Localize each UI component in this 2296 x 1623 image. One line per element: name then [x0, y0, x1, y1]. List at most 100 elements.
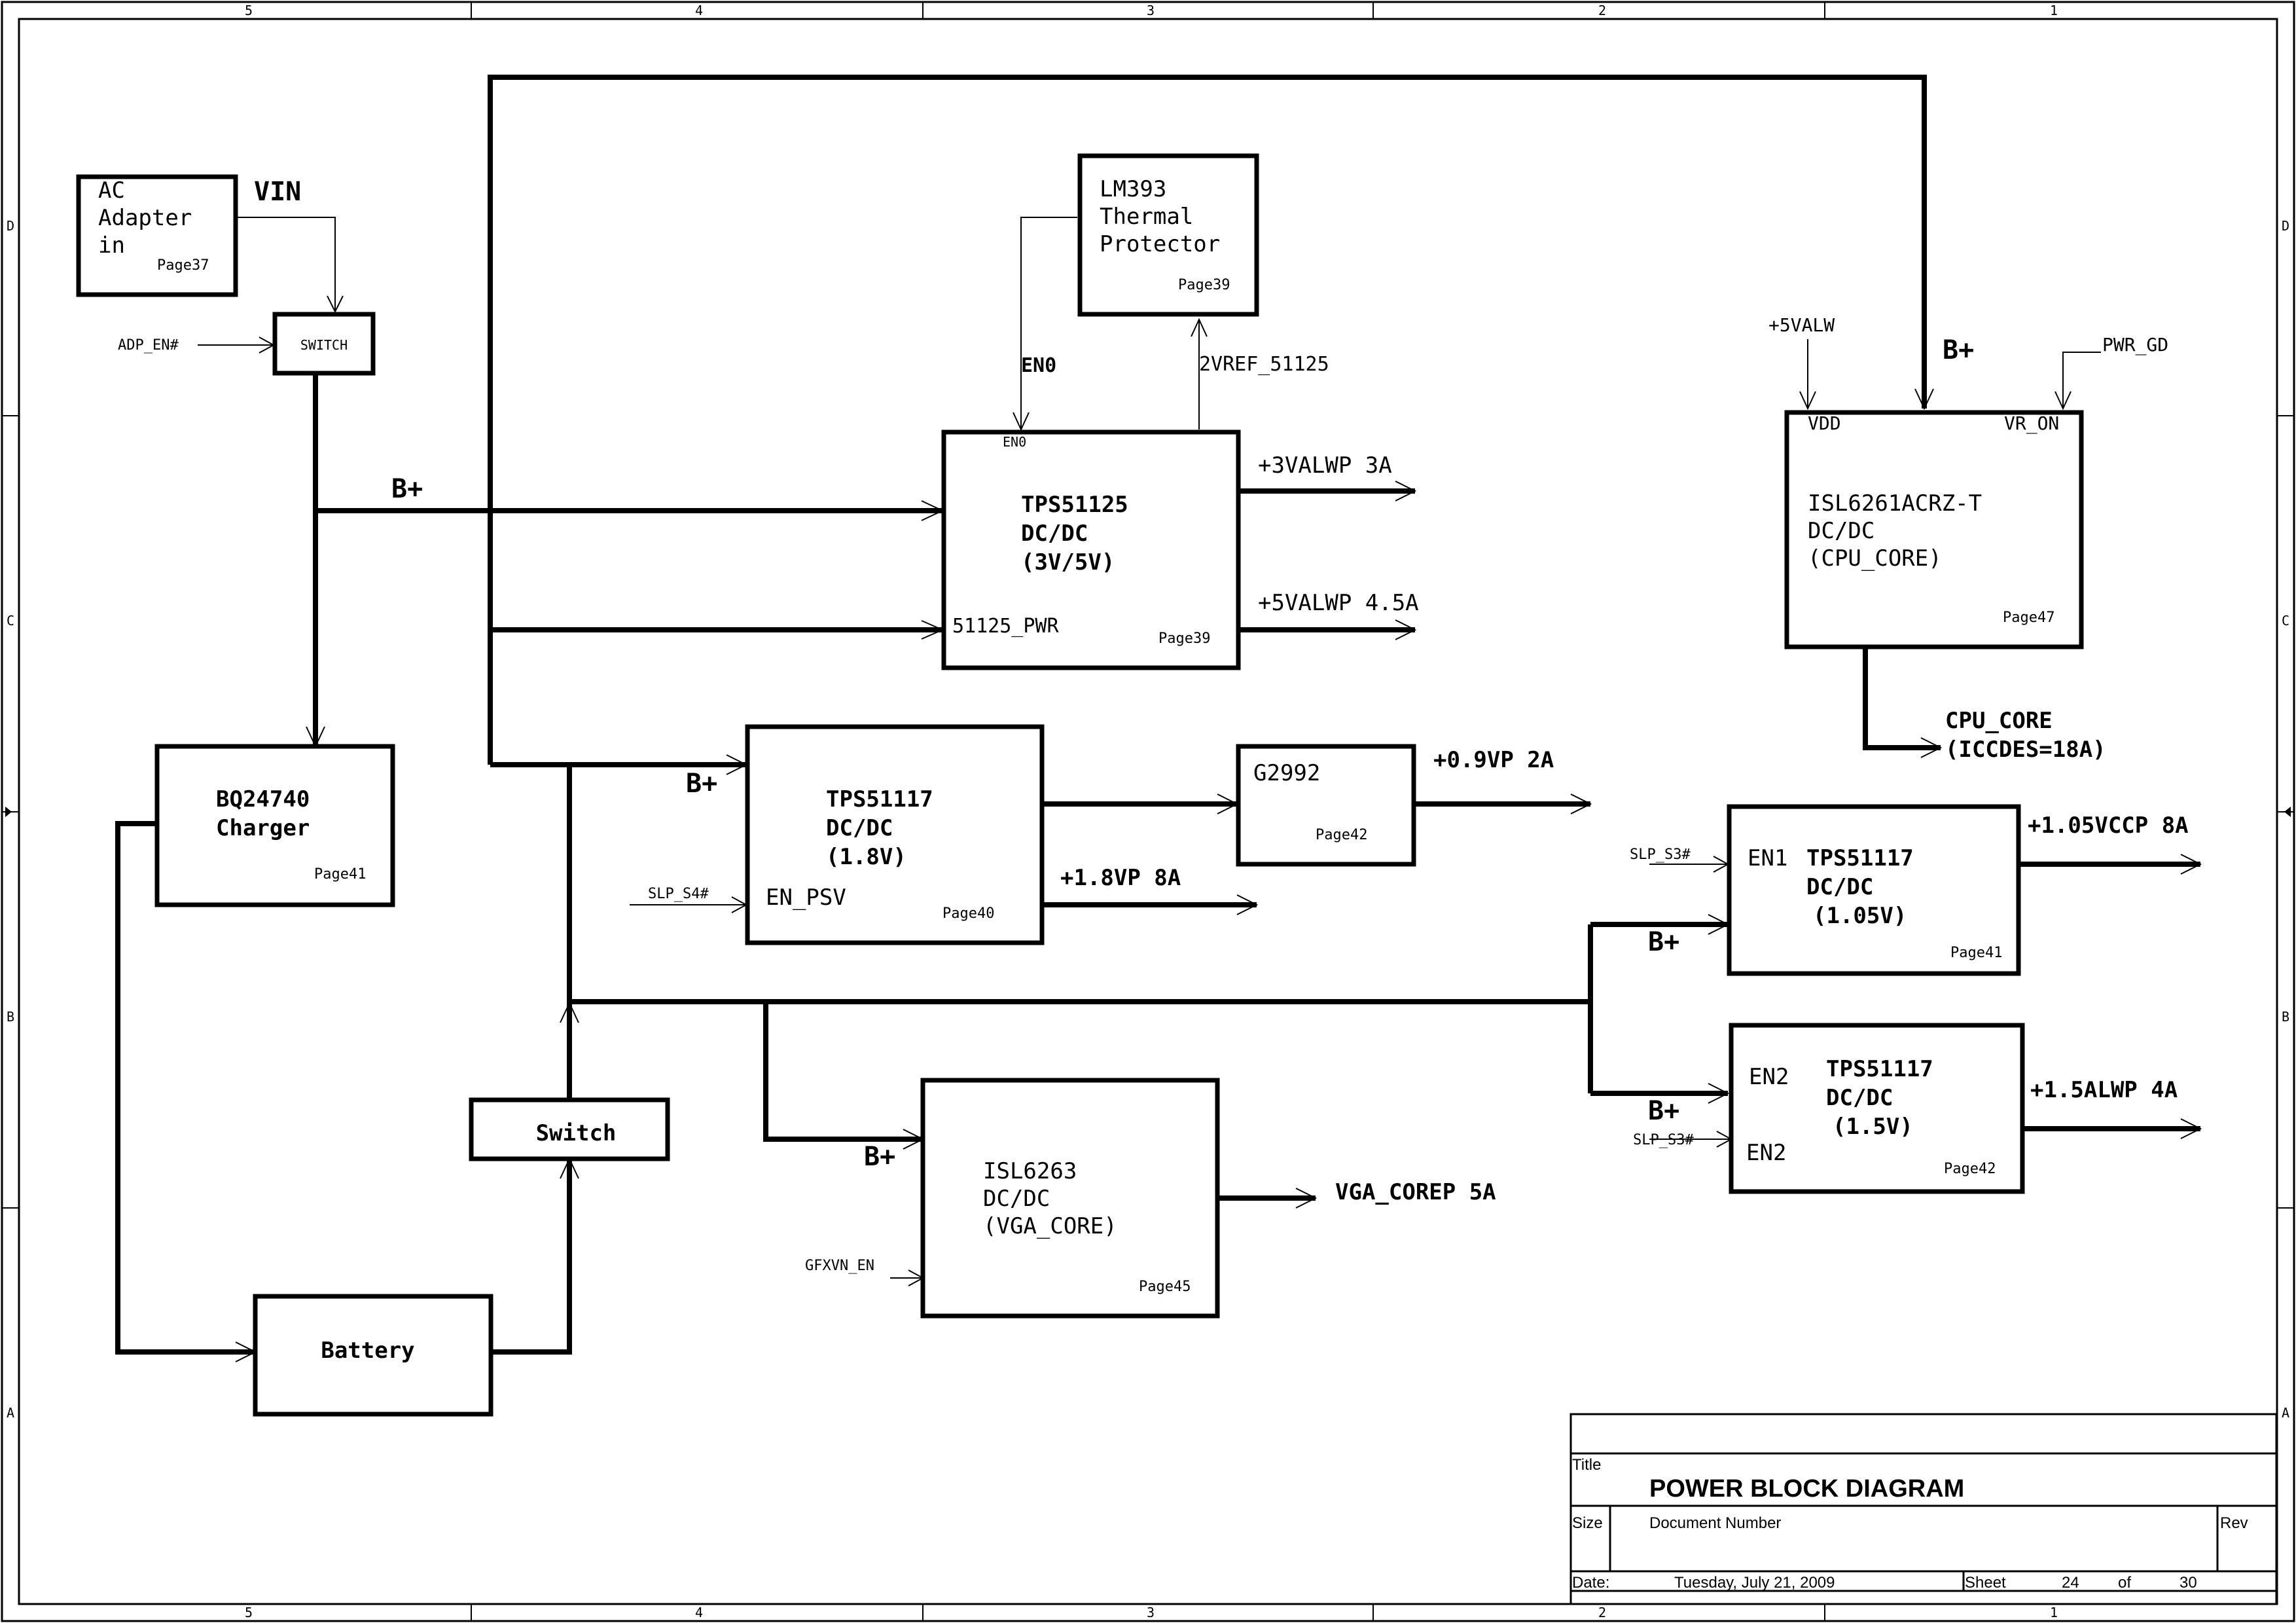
svg-text:AC: AC	[98, 177, 125, 204]
net-2vref: 2VREF_51125	[1199, 353, 1329, 376]
zone-col-bottom-3: 3	[1147, 1605, 1155, 1620]
block-g2992: G2992 Page42	[1236, 744, 1416, 867]
svg-text:EN0: EN0	[1003, 434, 1026, 450]
net-bplus-isl6263: B+	[864, 1142, 895, 1172]
zone-col-top-5: 5	[245, 3, 253, 18]
svg-text:SWITCH: SWITCH	[300, 337, 348, 353]
of-label: of	[2118, 1574, 2131, 1592]
rev-label: Rev	[2220, 1514, 2248, 1532]
svg-text:Page39: Page39	[1158, 630, 1210, 647]
zone-row-left-B: B	[7, 1009, 14, 1025]
zone-row-left-A: A	[7, 1405, 14, 1421]
svg-text:TPS51117: TPS51117	[1826, 1056, 1933, 1082]
net-adp-en: ADP_EN#	[118, 337, 179, 354]
svg-text:ISL6263: ISL6263	[983, 1158, 1077, 1184]
svg-text:Thermal: Thermal	[1100, 204, 1193, 230]
svg-text:in: in	[98, 232, 125, 259]
svg-text:(1.05V): (1.05V)	[1813, 903, 1907, 929]
net-en0: EN0	[1021, 354, 1056, 377]
svg-text:Charger: Charger	[216, 815, 310, 841]
center-mark-left	[5, 807, 12, 817]
svg-text:Page40: Page40	[942, 905, 994, 922]
svg-text:Battery: Battery	[321, 1338, 414, 1364]
block-lm393: LM393 Thermal Protector Page39	[1077, 153, 1259, 317]
zone-col-bottom-1: 1	[2050, 1605, 2058, 1620]
net-labels: VIN ADP_EN# B+ EN0 2VREF_51125 +5VALW B+…	[118, 177, 2189, 1274]
wire-vin	[237, 217, 336, 312]
zone-row-right-A: A	[2282, 1405, 2289, 1421]
svg-text:EN1: EN1	[1748, 845, 1787, 871]
net-out-15alwp: +1.5ALWP 4A	[2030, 1077, 2178, 1103]
net-5valw: +5VALW	[1768, 314, 1835, 336]
zone-row-right-D: D	[2282, 218, 2289, 234]
block-bq24740: BQ24740 Charger Page41	[154, 744, 395, 907]
net-bplus-cpu: B+	[1943, 335, 1974, 365]
size-label: Size	[1572, 1514, 1603, 1532]
svg-text:(1.8V): (1.8V)	[826, 844, 906, 870]
wire-charger-battery	[115, 821, 255, 1355]
net-out-5valwp: +5VALWP 4.5A	[1258, 590, 1419, 616]
zone-col-bottom-4: 4	[695, 1605, 703, 1620]
svg-text:Page45: Page45	[1139, 1279, 1191, 1295]
net-slp-s3-a: SLP_S3#	[1630, 847, 1691, 863]
date-value: Tuesday, July 21, 2009	[1674, 1574, 1835, 1592]
svg-text:Page42: Page42	[1944, 1161, 1996, 1177]
wire-bus-isl6263	[763, 1002, 923, 1142]
svg-text:VR_ON: VR_ON	[2004, 412, 2059, 435]
block-tps51117-18v: TPS51117 DC/DC (1.8V) EN_PSV Page40	[745, 724, 1045, 945]
svg-text:Page41: Page41	[1950, 945, 2002, 961]
svg-text:Page39: Page39	[1178, 277, 1230, 293]
date-label: Date:	[1572, 1574, 1609, 1592]
net-bplus-tps15: B+	[1648, 1096, 1679, 1126]
center-mark-right	[2284, 807, 2291, 817]
svg-text:ISL6261ACRZ-T: ISL6261ACRZ-T	[1808, 490, 1982, 517]
svg-text:Adapter: Adapter	[98, 205, 192, 231]
block-isl6263: ISL6263 DC/DC (VGA_CORE) Page45	[920, 1078, 1220, 1319]
svg-text:Page37: Page37	[157, 257, 209, 274]
net-out-105vccp: +1.05VCCP 8A	[2028, 812, 2189, 839]
net-out-18vp: +1.8VP 8A	[1060, 865, 1181, 891]
svg-text:Protector: Protector	[1100, 231, 1220, 257]
zone-row-right-C: C	[2282, 613, 2289, 629]
svg-text:BQ24740: BQ24740	[216, 786, 310, 812]
svg-text:Page47: Page47	[2003, 610, 2054, 626]
block-ac-adapter: AC Adapter in Page37	[76, 174, 238, 297]
block-switch-big: Switch	[469, 1097, 670, 1161]
wires	[115, 75, 2200, 1355]
net-slp-s3-b: SLP_S3#	[1633, 1132, 1694, 1148]
zone-col-top-1: 1	[2050, 3, 2058, 18]
svg-text:DC/DC: DC/DC	[1806, 874, 1873, 900]
sheet-label: Sheet	[1965, 1574, 2006, 1592]
svg-text:(VGA_CORE): (VGA_CORE)	[983, 1213, 1117, 1239]
svg-text:DC/DC: DC/DC	[983, 1186, 1050, 1212]
wire-en0	[1020, 217, 1077, 429]
sheet-number: 24	[2062, 1574, 2079, 1592]
wire-pwr-gd	[2062, 352, 2101, 409]
net-vin: VIN	[254, 177, 301, 207]
svg-text:TPS51117: TPS51117	[1806, 845, 1914, 871]
svg-text:EN2: EN2	[1749, 1064, 1789, 1090]
block-isl6261: VDD VR_ON ISL6261ACRZ-T DC/DC (CPU_CORE)…	[1784, 410, 2084, 649]
wire-top-loop	[488, 75, 1927, 765]
svg-text:TPS51125: TPS51125	[1021, 492, 1128, 518]
block-tps51117-15v: EN2 TPS51117 DC/DC (1.5V) EN2 Page42	[1729, 1023, 2025, 1194]
svg-text:51125_PWR: 51125_PWR	[952, 615, 1059, 638]
svg-text:Page42: Page42	[1316, 827, 1367, 843]
svg-text:LM393: LM393	[1100, 176, 1166, 202]
net-pwr-gd: PWR_GD	[2102, 334, 2168, 356]
svg-text:EN_PSV: EN_PSV	[766, 884, 846, 911]
zone-col-bottom-5: 5	[245, 1605, 253, 1620]
block-switch-small: SWITCH	[272, 312, 376, 376]
svg-text:(3V/5V): (3V/5V)	[1021, 549, 1115, 575]
zone-row-right-B: B	[2282, 1009, 2289, 1025]
net-cpu-core: CPU_CORE	[1945, 708, 2053, 734]
svg-text:(1.5V): (1.5V)	[1833, 1114, 1913, 1140]
net-slp-s4: SLP_S4#	[648, 886, 709, 902]
diagram-title: POWER BLOCK DIAGRAM	[1649, 1475, 1964, 1503]
wire-battery-switch	[491, 1159, 572, 1355]
svg-text:DC/DC: DC/DC	[1808, 518, 1874, 544]
zone-col-top-3: 3	[1147, 3, 1155, 18]
zone-row-left-D: D	[7, 218, 14, 234]
